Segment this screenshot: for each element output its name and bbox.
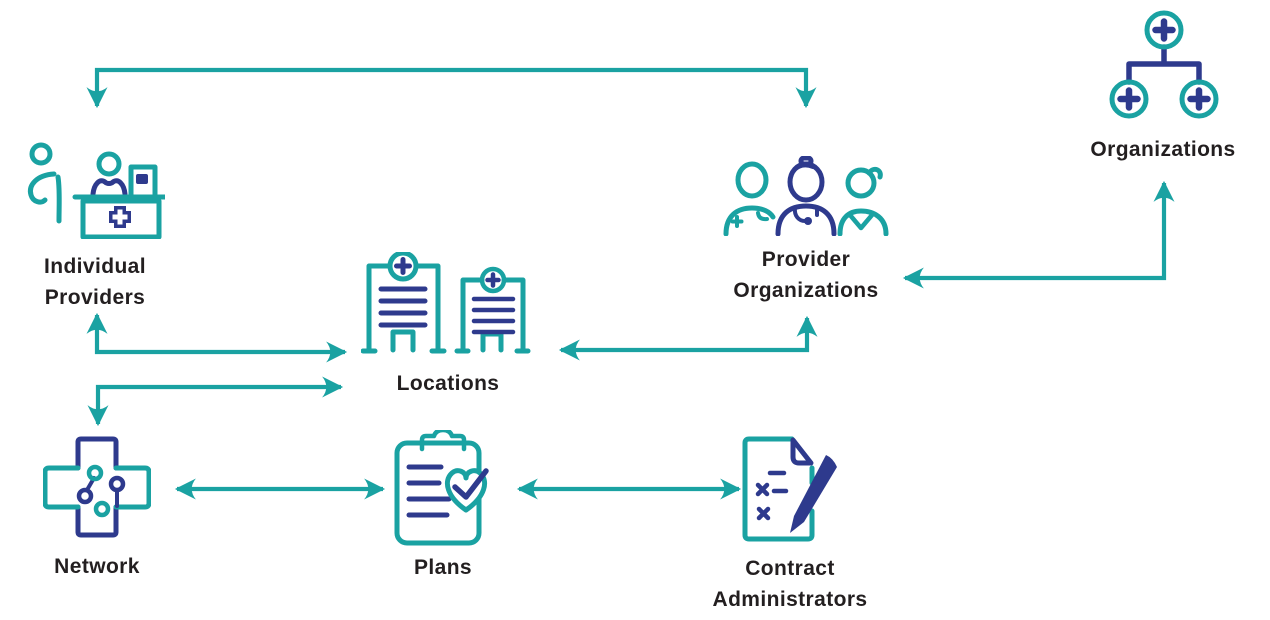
edge-network-locations — [87, 376, 344, 427]
care-team-icon — [723, 156, 888, 236]
network-cross-icon — [43, 436, 151, 538]
edge-individual-providers-provider-organizations — [86, 67, 817, 109]
label-plans: Plans — [413, 556, 473, 579]
contract-signing-icon — [742, 436, 837, 542]
medical-buildings-icon — [360, 252, 530, 354]
label-locations: Locations — [396, 372, 500, 395]
node-locations: Locations — [358, 252, 538, 399]
edge-individual-providers-locations — [86, 312, 348, 363]
edge-locations-provider-organizations — [558, 315, 818, 361]
node-plans: Plans — [373, 430, 513, 583]
node-individual-providers: Individual Providers — [15, 142, 175, 313]
org-hierarchy-icon — [1109, 10, 1218, 119]
clipboard-heart-icon — [394, 430, 489, 546]
label-organizations: Organizations — [1090, 138, 1236, 161]
label-contract-administrators: Contract Administrators — [712, 557, 868, 611]
node-provider-organizations: Provider Organizations — [696, 156, 916, 306]
node-network: Network — [17, 428, 177, 582]
node-organizations: Organizations — [1068, 10, 1258, 165]
label-individual-providers: Individual Providers — [43, 255, 146, 309]
label-network: Network — [54, 555, 140, 578]
edge-provider-organizations-organizations — [902, 180, 1175, 289]
node-contract-administrators: Contract Administrators — [685, 432, 895, 615]
label-provider-organizations: Provider Organizations — [733, 248, 879, 302]
reception-desk-icon — [27, 142, 165, 239]
